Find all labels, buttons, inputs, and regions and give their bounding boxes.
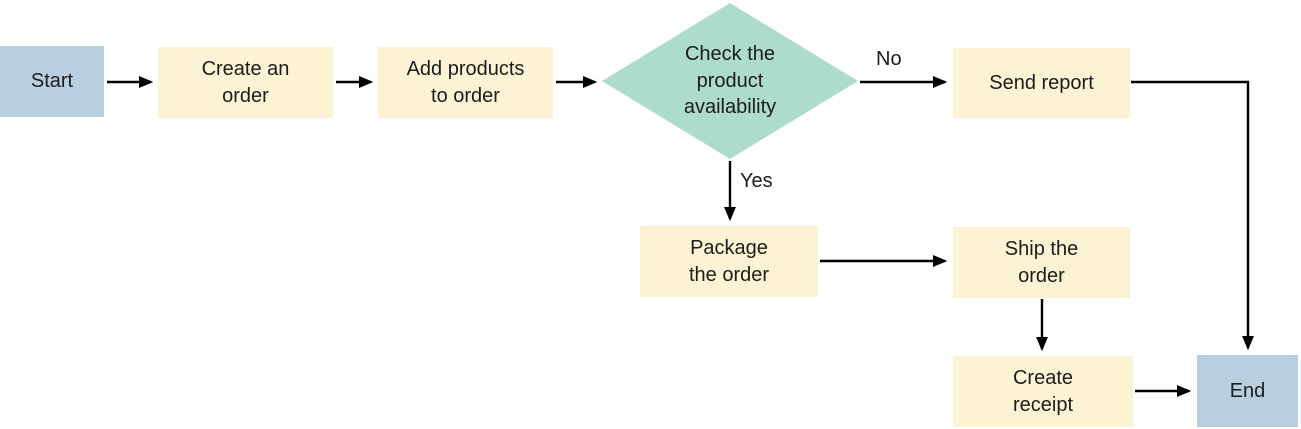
node-add-products-label: Add products to order <box>406 58 525 107</box>
node-ship-order: Ship the order <box>953 227 1130 298</box>
node-create-receipt-label: Create receipt <box>1012 367 1074 416</box>
node-ship-order-label: Ship the order <box>1004 238 1079 287</box>
node-add-products: Add products to order <box>378 47 553 118</box>
edge-label-no: No <box>876 48 902 70</box>
node-end: End <box>1197 355 1298 427</box>
node-send-report: Send report <box>953 48 1130 118</box>
node-end-label: End <box>1229 379 1266 402</box>
node-check-availability-label: Check the product availability <box>683 43 777 119</box>
node-check-availability-decision: Check the product availability <box>602 3 858 159</box>
node-create-order: Create an order <box>158 47 333 118</box>
edge-label-yes: Yes <box>740 170 773 192</box>
node-send-report-label: Send report <box>989 71 1094 94</box>
edge-send-report-to-end <box>1131 80 1255 351</box>
node-create-receipt: Create receipt <box>953 356 1133 427</box>
node-package-order-label: Package the order <box>688 237 770 286</box>
node-package-order: Package the order <box>640 226 818 297</box>
node-create-order-label: Create an order <box>201 58 290 107</box>
node-start: Start <box>0 46 104 117</box>
node-start-label: Start <box>30 70 74 93</box>
